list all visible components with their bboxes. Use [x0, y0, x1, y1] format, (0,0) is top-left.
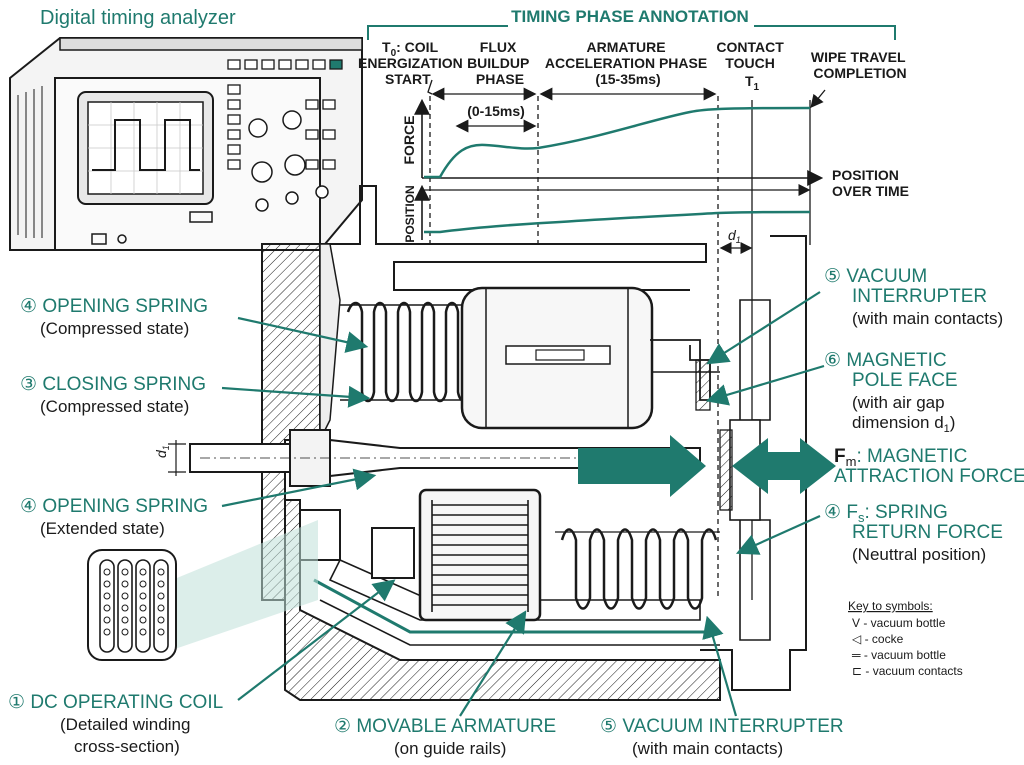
svg-text:(Compressed state): (Compressed state): [40, 319, 189, 338]
svg-text:(on guide rails): (on guide rails): [394, 739, 506, 758]
key-item: ◁ - cocke: [852, 632, 904, 646]
svg-text:⑤ VACUUM INTERRUPTER: ⑤ VACUUM INTERRUPTER: [600, 716, 844, 737]
svg-text:③ CLOSING SPRING: ③ CLOSING SPRING: [20, 374, 206, 395]
axis-force-label: FORCE: [401, 116, 417, 165]
left-gap-label: d1: [153, 445, 171, 458]
svg-text:(Neuttral position): (Neuttral position): [852, 545, 986, 564]
top-gap-label: d1: [728, 227, 741, 245]
timing-analyzer: Digital timing analyzer: [9, 7, 363, 251]
svg-text:Fm: MAGNETIC: Fm: MAGNETIC: [834, 446, 967, 469]
square-wave-trace: [92, 119, 200, 171]
label-magnetic-attraction-force: Fm: MAGNETIC ATTRACTION FORCE: [834, 446, 1024, 487]
phase-wipe-label: WIPE TRAVEL COMPLETION: [811, 49, 909, 81]
timing-title: TIMING PHASE ANNOTATION: [511, 7, 749, 26]
svg-text:⑤ VACUUM: ⑤ VACUUM: [824, 266, 927, 287]
phase-armature-label: ARMATURE ACCELERATION PHASE (15-35ms): [545, 39, 711, 87]
svg-text:POLE FACE: POLE FACE: [852, 370, 958, 391]
label-magnetic-pole-face: ⑥ MAGNETIC POLE FACE (with air gap dimen…: [824, 350, 958, 435]
label-dc-operating-coil: ① DC OPERATING COIL (Detailed winding cr…: [8, 692, 223, 756]
spring-return-lower: [560, 528, 718, 610]
analyzer-title: Digital timing analyzer: [40, 7, 236, 29]
armature-motion-arrow: [578, 435, 706, 497]
svg-text:(Detailed winding: (Detailed winding: [60, 715, 190, 734]
svg-text:dimension d1): dimension d1): [852, 413, 955, 435]
symbol-key: Key to symbols: V - vacuum bottle ◁ - co…: [848, 599, 963, 678]
svg-text:INTERRUPTER: INTERRUPTER: [852, 286, 987, 307]
key-item: V - vacuum bottle: [852, 616, 946, 630]
axis-position-label: POSITION: [403, 185, 417, 242]
label-vacuum-interrupter-top: ⑤ VACUUM INTERRUPTER (with main contacts…: [824, 266, 1003, 328]
svg-text:② MOVABLE ARMATURE: ② MOVABLE ARMATURE: [334, 716, 556, 737]
svg-text:④ OPENING SPRING: ④ OPENING SPRING: [20, 496, 208, 517]
svg-text:RETURN FORCE: RETURN FORCE: [852, 522, 1003, 543]
svg-text:(Compressed state): (Compressed state): [40, 397, 189, 416]
phase-t0-label: T0: COIL ENERGIZATION START: [358, 39, 467, 87]
svg-text:(with main contacts): (with main contacts): [632, 739, 783, 758]
label-vacuum-interrupter-bottom: ⑤ VACUUM INTERRUPTER (with main contacts…: [600, 716, 844, 758]
key-item: ═ - vacuum bottle: [851, 648, 946, 662]
key-item: ⊏ - vacuum contacts: [852, 664, 963, 678]
svg-text:cross-section): cross-section): [74, 737, 180, 756]
contactor-cutaway: d1 d1: [87, 185, 836, 701]
label-opening-spring-top: ④ OPENING SPRING (Compressed state): [20, 296, 208, 338]
phase-contact-label: CONTACT TOUCH T1: [716, 39, 787, 93]
svg-text:④ Fs: SPRING: ④ Fs: SPRING: [824, 502, 948, 525]
position-curve: [424, 210, 811, 234]
label-opening-spring-bottom: ④ OPENING SPRING (Extended state): [20, 496, 208, 538]
label-spring-return-force: ④ Fs: SPRING RETURN FORCE (Neuttral posi…: [824, 502, 1003, 564]
axis-time-label: POSITION OVER TIME: [832, 167, 909, 199]
svg-text:(with main contacts): (with main contacts): [852, 309, 1003, 328]
svg-text:(Extended state): (Extended state): [40, 519, 165, 538]
svg-text:④ OPENING SPRING: ④ OPENING SPRING: [20, 296, 208, 317]
key-title: Key to symbols:: [848, 599, 933, 613]
svg-text:(with air gap: (with air gap: [852, 393, 945, 412]
svg-text:ATTRACTION FORCE: ATTRACTION FORCE: [834, 466, 1024, 487]
phase-flux-range: (0-15ms): [467, 103, 525, 119]
magnetic-force-arrow: [732, 438, 836, 494]
force-curve: [424, 106, 811, 179]
label-closing-spring: ③ CLOSING SPRING (Compressed state): [20, 374, 206, 416]
phase-flux-label: FLUX BUILDUP PHASE: [467, 39, 533, 87]
timing-annotation: TIMING PHASE ANNOTATION T0: COIL ENERGIZ…: [358, 7, 909, 600]
svg-text:⑥ MAGNETIC: ⑥ MAGNETIC: [824, 350, 947, 371]
svg-text:① DC OPERATING COIL: ① DC OPERATING COIL: [8, 692, 223, 713]
label-movable-armature: ② MOVABLE ARMATURE (on guide rails): [334, 716, 556, 758]
opening-spring-compressed: [346, 301, 472, 403]
